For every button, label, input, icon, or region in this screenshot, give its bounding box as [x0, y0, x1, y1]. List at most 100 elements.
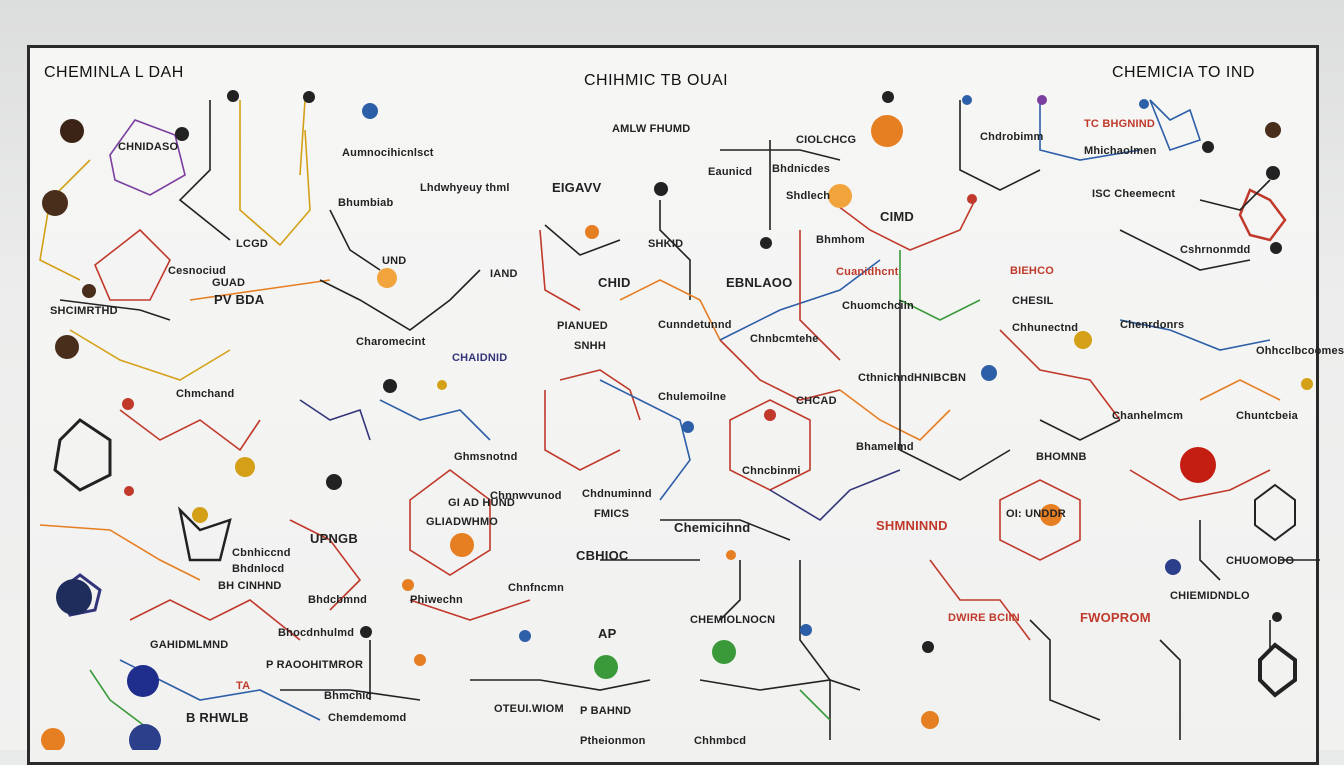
diagram-label: Chmchand [176, 388, 235, 400]
diagram-label: HNIBCBN [914, 372, 967, 384]
atom-node [56, 579, 92, 615]
title-left: CHEMINLA L DAH [44, 64, 184, 81]
diagram-label: BHOMNB [1036, 451, 1087, 463]
atom-node [175, 127, 189, 141]
atom-node [764, 409, 776, 421]
bond-line [719, 259, 881, 341]
diagram-label: PV BDA [214, 292, 265, 307]
bond-line [189, 279, 331, 301]
bond-line [39, 159, 91, 281]
atom-node [800, 624, 812, 636]
bond-line [799, 560, 831, 740]
diagram-label: BIEHCO [1010, 265, 1054, 277]
bond-line [89, 669, 151, 731]
bond-line [1199, 520, 1221, 581]
atom-node [682, 421, 694, 433]
diagram-label: CHESIL [1012, 295, 1054, 307]
diagram-label: DWIRE BCIIN [948, 612, 1020, 624]
diagram-label: FWOPROM [1080, 610, 1151, 625]
bond-line [299, 399, 371, 441]
diagram-label: Chhmbcd [694, 735, 747, 747]
diagram-label: IAND [490, 268, 518, 280]
diagram-label: Ohhcclbcoomes [1256, 345, 1344, 357]
bond-line [839, 389, 951, 441]
diagram-label: LCGD [236, 238, 268, 250]
bond-line [1039, 419, 1121, 441]
atom-node [227, 90, 239, 102]
bond-line [729, 399, 811, 491]
atom-node [519, 630, 531, 642]
atom-node [377, 268, 397, 288]
bond-line [720, 149, 841, 161]
diagram-label: Chnfncmn [508, 582, 564, 594]
atom-node [192, 507, 208, 523]
atom-node [124, 486, 134, 496]
bond-line [53, 418, 112, 492]
bond-line [799, 230, 841, 361]
diagram-label: CBHIOC [576, 548, 629, 563]
bond-line [178, 100, 231, 241]
diagram-label: EBNLAOO [726, 275, 793, 290]
bond-line [829, 199, 976, 251]
diagram-label: Chemdemomd [328, 712, 407, 724]
diagram-label: Cesnociud [168, 265, 227, 277]
bond-line [1119, 319, 1271, 351]
diagram-label: Cbnhiccnd [232, 547, 291, 559]
diagram-label: Chnnwvunod [490, 490, 562, 502]
atom-node [871, 115, 903, 147]
diagram-label: GUAD [212, 277, 246, 289]
bond-line [1238, 188, 1287, 242]
atom-node [594, 655, 618, 679]
diagram-label: UND [382, 255, 407, 267]
diagram-label: Bhmchic [324, 690, 372, 702]
diagram-label: PIANUED [557, 320, 608, 332]
bond-line [999, 479, 1081, 561]
diagram-label: CHCAD [796, 395, 837, 407]
bond-line [329, 209, 381, 271]
diagram-label: B RHWLB [186, 710, 249, 725]
atom-node [922, 641, 934, 653]
diagram-label: Chdnuminnd [582, 488, 652, 500]
atom-node [1272, 612, 1282, 622]
bond-line [899, 300, 1011, 481]
bond-line [119, 409, 261, 452]
diagram-label: Bhocdnhulmd [278, 627, 355, 639]
diagram-label: SHKID [648, 238, 684, 250]
atom-node [437, 380, 447, 390]
bond-line [999, 329, 1121, 421]
bond-line [177, 506, 232, 562]
atom-node [585, 225, 599, 239]
atom-node [360, 626, 372, 638]
atom-node [882, 91, 894, 103]
atom-node [962, 95, 972, 105]
atom-node [654, 182, 668, 196]
bond-line [719, 560, 741, 621]
bond-line [1258, 642, 1297, 698]
diagram-label: P RAOOHITMROR [266, 659, 364, 671]
atom-node [1266, 166, 1280, 180]
atom-node [921, 711, 939, 729]
bond-line [1159, 639, 1181, 740]
bond-line [959, 100, 1041, 191]
diagram-label: Ptheionmon [580, 735, 646, 747]
bond-line [1149, 99, 1202, 151]
diagram-label: Chuntcbeia [1236, 410, 1298, 422]
atom-node [1180, 447, 1216, 483]
title-right: CHEMICIA TO IND [1112, 64, 1255, 81]
atom-node [1270, 242, 1282, 254]
atom-node [402, 579, 414, 591]
bond-line [559, 369, 641, 421]
atom-node [55, 335, 79, 359]
diagram-label: Bhdnlocd [232, 563, 285, 575]
diagram-label: GLIADWHMO [426, 516, 499, 528]
bond-line [59, 299, 171, 321]
diagram-label: CIOLCHCG [796, 134, 857, 146]
bond-line [1199, 179, 1271, 211]
diagram-label: Chemicihnd [674, 520, 751, 535]
bond-line [769, 469, 901, 522]
atom-node [981, 365, 997, 381]
atom-node [1074, 331, 1092, 349]
bond-line [39, 524, 201, 581]
diagram-label: AP [598, 626, 617, 641]
bond-line [544, 390, 621, 471]
